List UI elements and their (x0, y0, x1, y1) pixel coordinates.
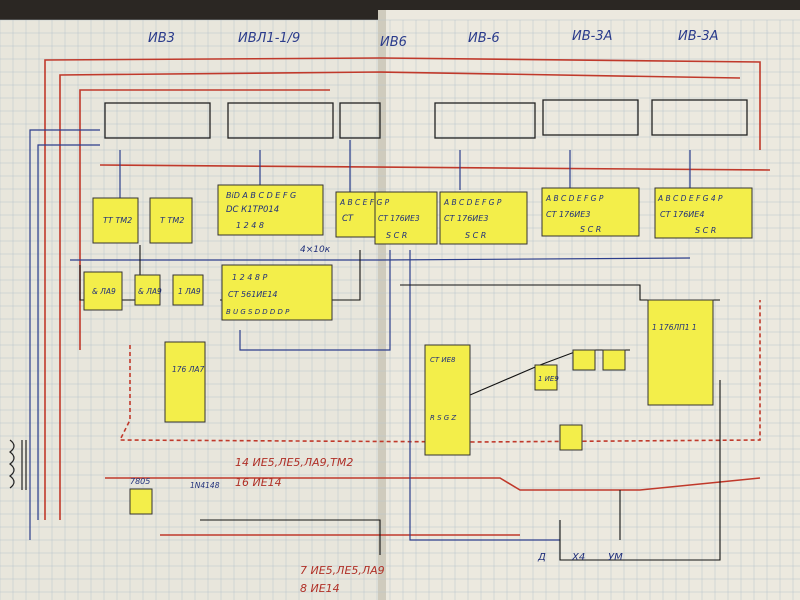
chip-k514-pins: BiD A B C D E F G (226, 191, 296, 200)
note-line1: 14 ИЕ5,ЛЕ5,ЛА9,ТМ2 (235, 456, 353, 469)
chip-ct5-sub: S C R (695, 226, 716, 235)
header-iv3a-a: ИВ-3А (572, 29, 613, 44)
tube-iv3a-b (651, 99, 748, 136)
chip-le5-c (559, 424, 583, 451)
chip-ct4-pins: A B C D E F G P (545, 194, 604, 203)
psu-label: 7805 (130, 477, 150, 486)
switch-label-x4: Х4 (571, 552, 585, 563)
chip-main-ct (221, 264, 333, 321)
switch-label-um: УМ (608, 552, 623, 563)
chip-ie8-title: CT ИЕ8 (430, 356, 456, 364)
chip-ie9-title: 1 ИЕ9 (538, 375, 559, 383)
chip-le5-b (602, 349, 626, 371)
chip-ct4 (541, 187, 640, 237)
psu-regulator (129, 488, 153, 515)
chip-ct2-sub: S C R (386, 231, 407, 240)
chip-ct5-title: CT 176ИЕ4 (660, 210, 704, 219)
chip-tm2-b-title: T ТМ2 (160, 216, 184, 225)
chip-k514-title: DC К1ТР014 (226, 205, 279, 215)
header-iv6-a: ИВ6 (380, 35, 407, 50)
chip-ct3 (439, 191, 528, 245)
chip-ct1-pins: A B C E F G P (339, 198, 390, 207)
chip-ct4-title: CT 176ИЕ3 (546, 210, 590, 219)
chip-la9-b-title: & ЛА9 (138, 287, 162, 296)
right-page (380, 10, 800, 600)
chip-ct2-title: CT 176ИЕ3 (378, 214, 420, 223)
chip-left-mid (164, 341, 206, 423)
header-iv3: ИВ3 (148, 31, 175, 46)
blue-signal-wires (29, 129, 691, 541)
note-line3: 7 ИЕ5,ЛЕ5,ЛА9 (300, 564, 385, 577)
chip-ct3-pins: A B C D E F G P (443, 198, 502, 207)
page-spine (378, 10, 386, 600)
chip-ct5-pins: A B C D E F G 4 P (657, 194, 723, 203)
tube-iv6-b (434, 102, 536, 139)
chip-la9-a (83, 271, 123, 311)
chip-tm2-a (92, 197, 139, 244)
resistor-note: 4×10к (300, 245, 331, 255)
chip-ct2 (374, 191, 438, 245)
chip-ie8 (424, 344, 471, 456)
chip-ct4-sub: S C R (580, 225, 601, 234)
chip-tm2-b (149, 197, 193, 244)
chip-la9-c-title: 1 ЛА9 (178, 287, 201, 296)
note-line4: 8 ИЕ14 (300, 582, 340, 595)
red-power-bus (44, 57, 771, 536)
switch-label-d: Д (537, 552, 546, 563)
chip-k514 (217, 184, 324, 236)
chip-ct5 (654, 187, 753, 239)
tube-iv6-a (339, 102, 381, 139)
chip-right-block-title: 1 176ЛП1 1 (652, 323, 697, 332)
chip-main-pins: 1 2 4 8 P (232, 273, 268, 282)
header-ivl1: ИВЛ1-1/9 (238, 31, 300, 46)
header-iv6-b: ИВ-6 (468, 31, 500, 46)
tube-ivl1 (227, 102, 334, 139)
ic-blocks (83, 184, 753, 515)
chip-ct1-title: CT (342, 214, 354, 224)
chip-main-sub: B U G S D D D D P (226, 308, 290, 316)
chip-ie9 (534, 364, 558, 391)
chip-ct3-sub: S C R (465, 231, 486, 240)
tube-row (104, 99, 748, 139)
chip-la9-a-title: & ЛА9 (92, 287, 116, 296)
header-iv3a-b: ИВ-3А (678, 29, 719, 44)
tube-iv3 (104, 102, 211, 139)
chip-la9-b (134, 274, 161, 306)
chip-le5-a (572, 349, 596, 371)
chip-ct1 (335, 191, 379, 238)
chip-la9-c (172, 274, 204, 306)
chip-ct3-title: CT 176ИЕ3 (444, 214, 488, 223)
chip-tm2-a-title: TT ТМ2 (103, 216, 132, 225)
tube-iv3a-a (542, 99, 639, 136)
chip-k514-sub: 1 2 4 8 (236, 221, 264, 230)
chip-ie8-sub: R S G Z (430, 414, 456, 422)
chip-main-title: CT 561ИЕ14 (228, 290, 278, 299)
diode-label: 1N4148 (190, 481, 220, 490)
chip-right-block (647, 299, 714, 406)
transformer-symbol (9, 439, 27, 490)
note-line2: 16 ИЕ14 (235, 476, 282, 489)
chip-left-mid-title: 176 ЛА7 (172, 365, 204, 374)
